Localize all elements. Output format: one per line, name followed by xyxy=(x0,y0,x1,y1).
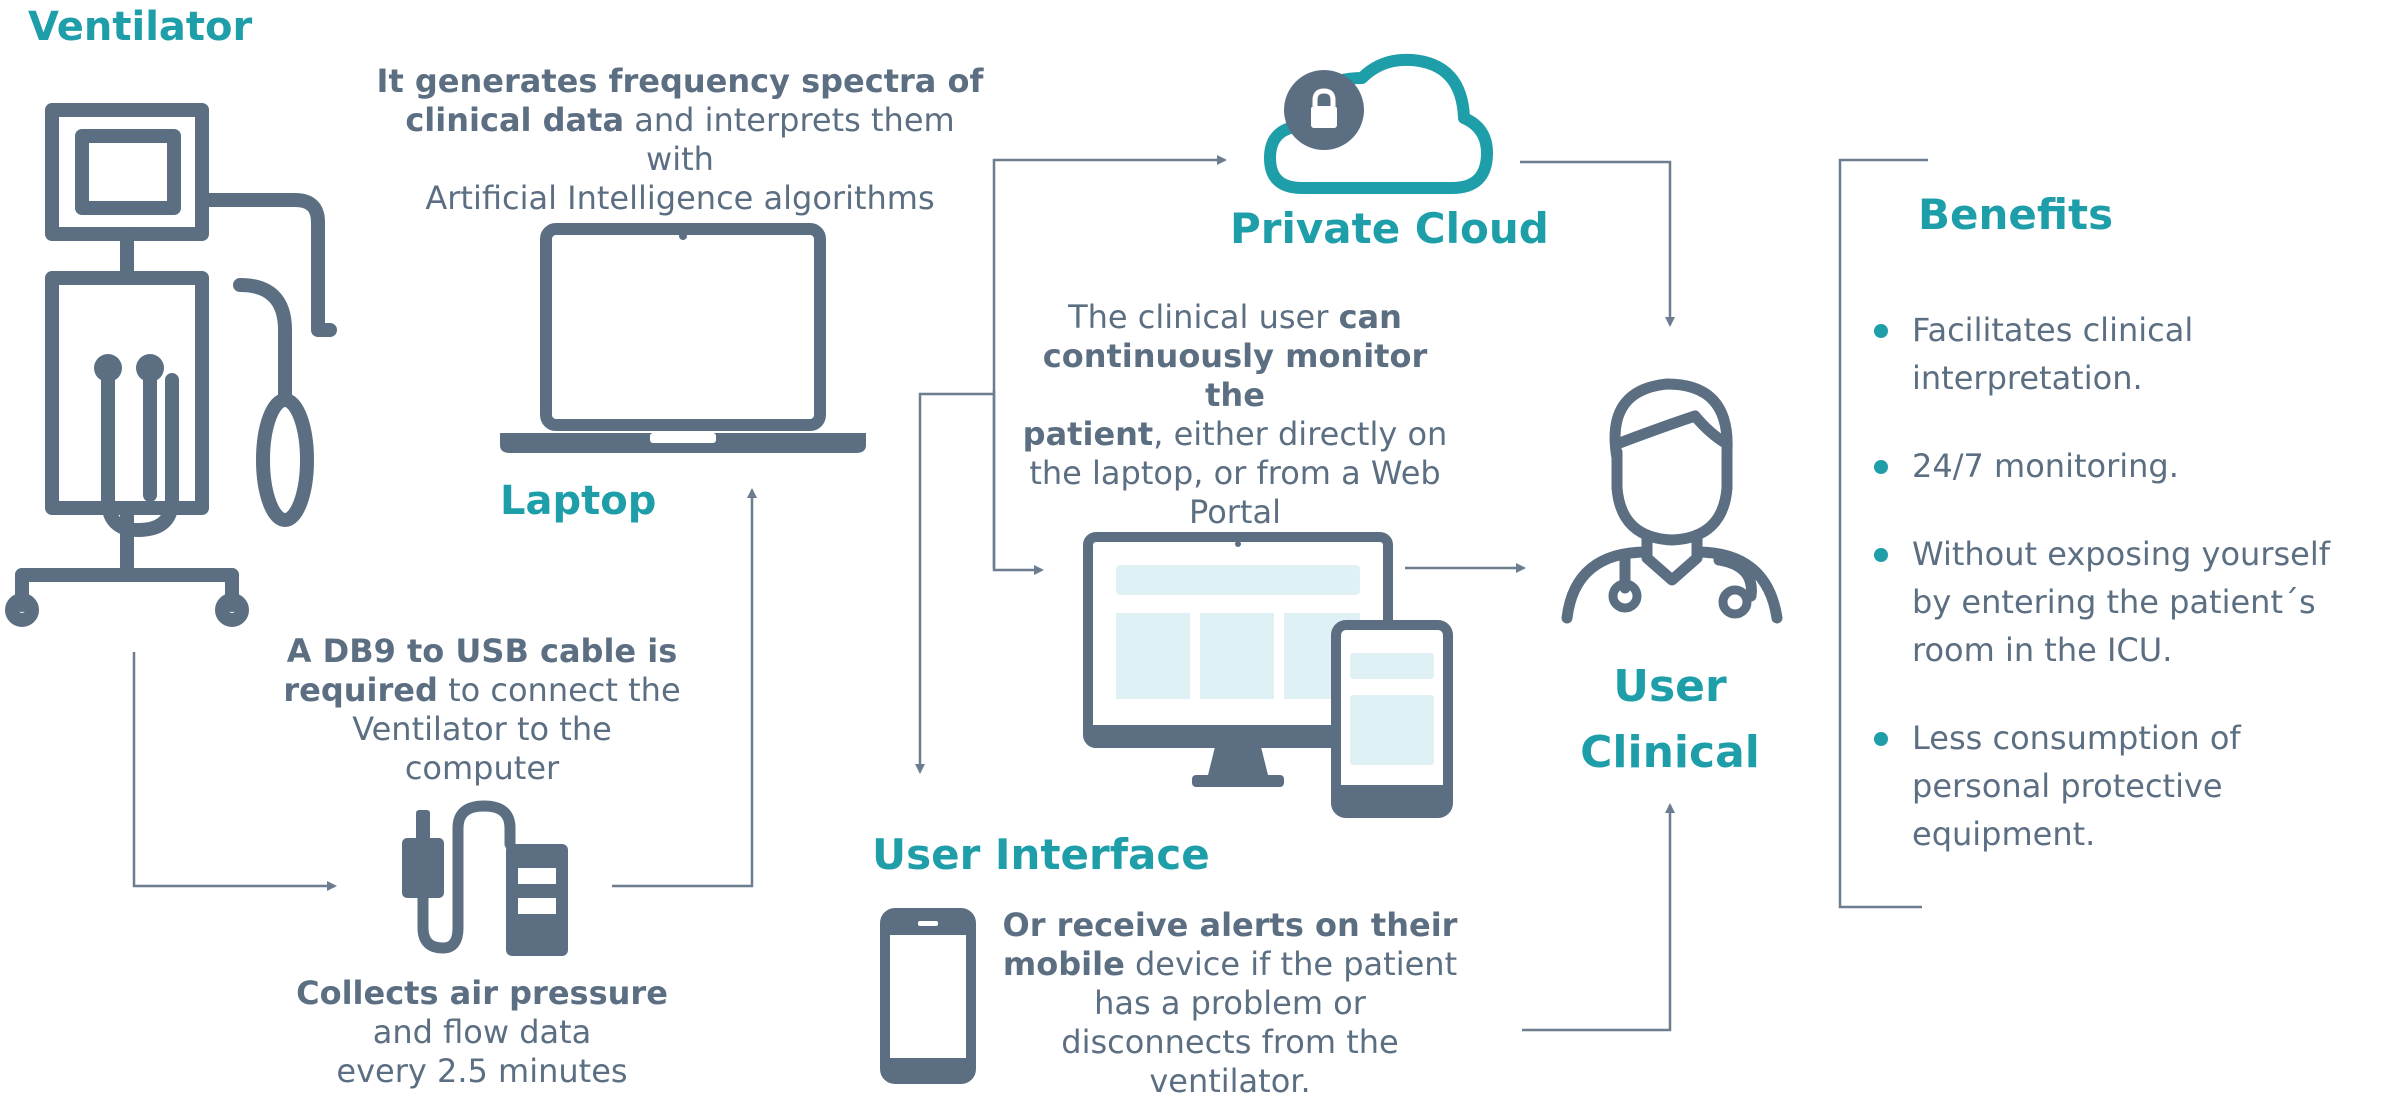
collects-line1: Collects air pressure xyxy=(296,974,668,1012)
laptop-title: Laptop xyxy=(500,478,657,524)
cloud-title: Private Cloud xyxy=(1230,204,1549,253)
laptop-icon xyxy=(500,223,866,453)
mobile-desc-line2-bold: mobile xyxy=(1002,945,1125,983)
usb-cable-icon xyxy=(402,800,568,956)
monitor-desc-line2: continuously monitor the xyxy=(1042,337,1428,414)
mobile-desc-line2: device if the patient xyxy=(1124,945,1458,983)
monitor-description: The clinical user can continuously monit… xyxy=(1010,298,1460,532)
monitor-desc-line1: The clinical user xyxy=(1068,298,1339,336)
benefit-line: Facilitates clinical xyxy=(1912,311,2194,349)
laptop-description: It generates frequency spectra of clinic… xyxy=(370,62,990,218)
benefits-list: Facilitates clinical interpretation. 24/… xyxy=(1874,306,2394,898)
collects-line2: and flow data xyxy=(372,1013,592,1051)
mobile-desc-line3: has a problem or xyxy=(1094,984,1366,1022)
cable-desc-line3: Ventilator to the xyxy=(352,710,612,748)
mobile-desc-line4: disconnects from the xyxy=(1061,1023,1399,1061)
benefit-line: interpretation. xyxy=(1912,359,2143,397)
cable-desc-line1: A DB9 to USB cable is xyxy=(286,632,678,670)
arrow-mobile-to-user xyxy=(1522,803,1675,1032)
benefit-item: 24/7 monitoring. xyxy=(1874,442,2394,490)
collects-line3: every 2.5 minutes xyxy=(336,1052,628,1090)
monitor-desc-line3: , either directly on xyxy=(1153,415,1448,453)
ventilator-title: Ventilator xyxy=(28,4,253,50)
mobile-desc-line5: ventilator. xyxy=(1149,1062,1311,1100)
cable-desc-line2: to connect the xyxy=(437,671,681,709)
benefit-item: Without exposing yourself by entering th… xyxy=(1874,530,2394,674)
monitor-desc-line1-bold: can xyxy=(1338,298,1402,336)
ventilator-icon xyxy=(5,103,337,627)
collects-description: Collects air pressure and flow data ever… xyxy=(262,974,702,1091)
arrow-ventilator-to-cable xyxy=(132,652,337,891)
arrow-laptop-to-monitor xyxy=(992,390,1044,575)
benefit-line: Without exposing yourself xyxy=(1912,535,2330,573)
benefit-line: 24/7 monitoring. xyxy=(1912,447,2179,485)
benefit-item: Less consumption of personal protective … xyxy=(1874,714,2394,858)
user-title-line1: User xyxy=(1613,661,1727,712)
monitor-desc-line4: the laptop, or from a Web xyxy=(1029,454,1441,492)
user-interface-title: User Interface xyxy=(872,830,1210,879)
mobile-phone-icon xyxy=(880,908,976,1084)
laptop-desc-line2: and interprets them with xyxy=(624,101,955,178)
cable-description: A DB9 to USB cable is required to connec… xyxy=(262,632,702,788)
laptop-desc-line2-bold: clinical data xyxy=(405,101,625,139)
benefit-line: personal protective xyxy=(1912,767,2223,805)
mobile-desc-line1: Or receive alerts on their xyxy=(1002,906,1458,944)
benefit-line: by entering the patient´s xyxy=(1912,583,2316,621)
monitor-desc-line5: Portal xyxy=(1189,493,1281,531)
laptop-desc-line3: Artificial Intelligence algorithms xyxy=(425,179,935,217)
user-clinical-title: User Clinical xyxy=(1540,654,1800,786)
benefits-bracket xyxy=(1838,158,1928,909)
arrow-cloud-to-user xyxy=(1520,160,1675,327)
laptop-desc-line1: It generates frequency spectra of xyxy=(376,62,984,100)
monitor-desc-line3-bold: patient xyxy=(1022,415,1154,453)
cloud-lock-icon xyxy=(1264,53,1493,194)
arrow-cable-to-laptop xyxy=(612,488,757,888)
monitor-tablet-icon xyxy=(1083,532,1453,818)
cable-desc-line4: computer xyxy=(404,749,560,787)
doctor-icon xyxy=(1561,378,1783,624)
benefit-line: room in the ICU. xyxy=(1912,631,2173,669)
user-title-line2: Clinical xyxy=(1580,727,1760,778)
arrow-laptop-to-ui xyxy=(915,392,994,774)
benefit-line: equipment. xyxy=(1912,815,2096,853)
mobile-description: Or receive alerts on their mobile device… xyxy=(1000,906,1460,1101)
benefit-line: Less consumption of xyxy=(1912,719,2241,757)
benefit-item: Facilitates clinical interpretation. xyxy=(1874,306,2394,402)
cable-desc-line2-bold: required xyxy=(283,671,438,709)
benefits-title: Benefits xyxy=(1918,190,2114,239)
